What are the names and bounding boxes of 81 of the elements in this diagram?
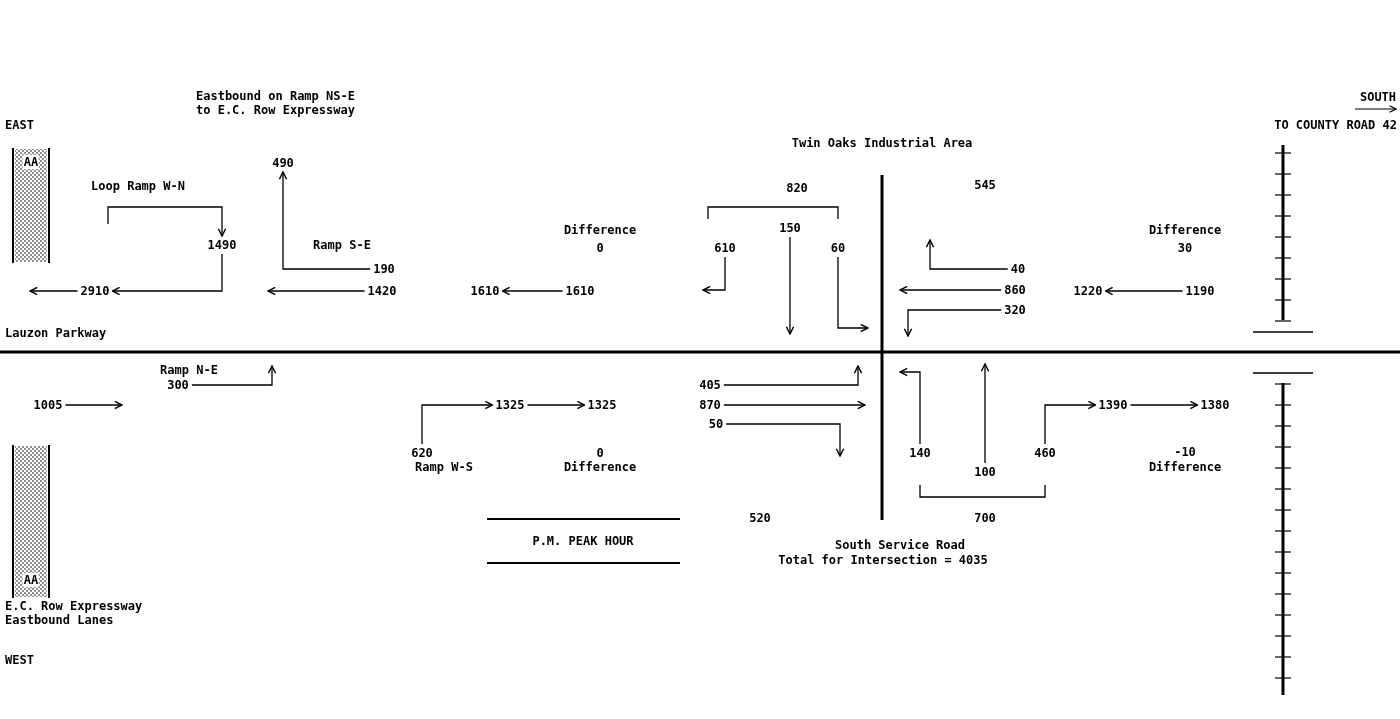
- difference-label: Difference: [563, 460, 637, 474]
- traffic-arrow: [837, 256, 869, 333]
- traffic-count: 1420: [366, 284, 398, 298]
- traffic-count: 320: [1003, 303, 1027, 317]
- traffic-arrow: [111, 253, 223, 296]
- compass-label: WEST: [5, 653, 34, 667]
- compass-label: EAST: [5, 118, 34, 132]
- traffic-count: 870: [698, 398, 722, 412]
- approach-total: 820: [786, 181, 808, 195]
- area-label: Twin Oaks Industrial Area: [791, 136, 973, 150]
- traffic-arrow: [702, 256, 726, 295]
- approach-total: 700: [974, 511, 996, 525]
- difference-label: Difference: [563, 223, 637, 237]
- road-label: South Service Road: [835, 538, 965, 552]
- traffic-count: 190: [372, 262, 396, 276]
- traffic-arrow: [107, 206, 227, 237]
- difference-value: -10: [1174, 445, 1196, 459]
- traffic-count: 1325: [494, 398, 526, 412]
- approach-total: 545: [974, 178, 996, 192]
- traffic-arrow: [29, 286, 79, 296]
- traffic-arrow: [501, 286, 564, 296]
- ramp-label: Ramp N-E: [160, 363, 218, 377]
- lane-code: AA: [22, 155, 40, 169]
- traffic-count: 860: [1003, 283, 1027, 297]
- traffic-count: 60: [829, 241, 847, 255]
- traffic-arrow: [1129, 400, 1199, 410]
- destination-label: TO COUNTY ROAD 42: [1274, 118, 1397, 132]
- traffic-arrow: [903, 309, 1002, 337]
- traffic-arrow: [526, 400, 586, 410]
- peak-hour-title: P.M. PEAK HOUR: [532, 534, 634, 548]
- traffic-count: 620: [410, 446, 434, 460]
- traffic-count: 610: [713, 241, 737, 255]
- traffic-arrow: [980, 363, 990, 464]
- traffic-count: 40: [1009, 262, 1027, 276]
- traffic-count: 1220: [1072, 284, 1104, 298]
- traffic-count: 100: [973, 465, 997, 479]
- traffic-count: 1490: [206, 238, 238, 252]
- approach-total: 520: [749, 511, 771, 525]
- traffic-arrow: [785, 236, 795, 335]
- traffic-arrow: [64, 400, 123, 410]
- traffic-arrow: [267, 286, 366, 296]
- traffic-arrow: [421, 400, 494, 445]
- traffic-count: 1380: [1199, 398, 1231, 412]
- difference-label: Difference: [1148, 223, 1222, 237]
- intersection-total: Total for Intersection = 4035: [778, 553, 988, 567]
- difference-value: 0: [596, 241, 604, 255]
- lane-code: AA: [22, 573, 40, 587]
- traffic-arrow: [1044, 400, 1097, 445]
- traffic-arrow: [899, 285, 1002, 295]
- traffic-arrow: [925, 239, 1009, 270]
- traffic-arrow: [191, 365, 277, 386]
- traffic-count: 300: [166, 378, 190, 392]
- traffic-count: 1610: [564, 284, 596, 298]
- traffic-count: 405: [698, 378, 722, 392]
- traffic-count: 2910: [79, 284, 111, 298]
- ramp-label: Ramp S-E: [313, 238, 371, 252]
- traffic-count: 490: [271, 156, 295, 170]
- ramp-label: Loop Ramp W-N: [91, 179, 185, 193]
- direction-label: SOUTH: [1359, 90, 1397, 104]
- traffic-arrow: [725, 423, 845, 457]
- traffic-arrow: [1104, 286, 1184, 296]
- traffic-count: 1390: [1097, 398, 1129, 412]
- traffic-arrow: [723, 365, 863, 386]
- traffic-arrow: [899, 367, 921, 445]
- road-label: Lauzon Parkway: [5, 326, 107, 340]
- ramp-label: Ramp W-S: [415, 460, 473, 474]
- traffic-count: 50: [707, 417, 725, 431]
- traffic-count: 150: [778, 221, 802, 235]
- difference-value: 0: [596, 446, 604, 460]
- difference-label: Difference: [1148, 460, 1222, 474]
- traffic-arrow: [723, 400, 866, 410]
- traffic-count: 460: [1033, 446, 1057, 460]
- traffic-count: 1325: [586, 398, 618, 412]
- traffic-count: 1190: [1184, 284, 1216, 298]
- traffic-count: 140: [908, 446, 932, 460]
- traffic-count: 1005: [32, 398, 64, 412]
- road-label: E.C. Row Expressway Eastbound Lanes: [5, 599, 144, 627]
- difference-value: 30: [1177, 241, 1193, 255]
- traffic-arrow: [278, 171, 371, 270]
- traffic-count: 1610: [469, 284, 501, 298]
- ramp-label: Eastbound on Ramp NS-E to E.C. Row Expressway: [196, 89, 356, 117]
